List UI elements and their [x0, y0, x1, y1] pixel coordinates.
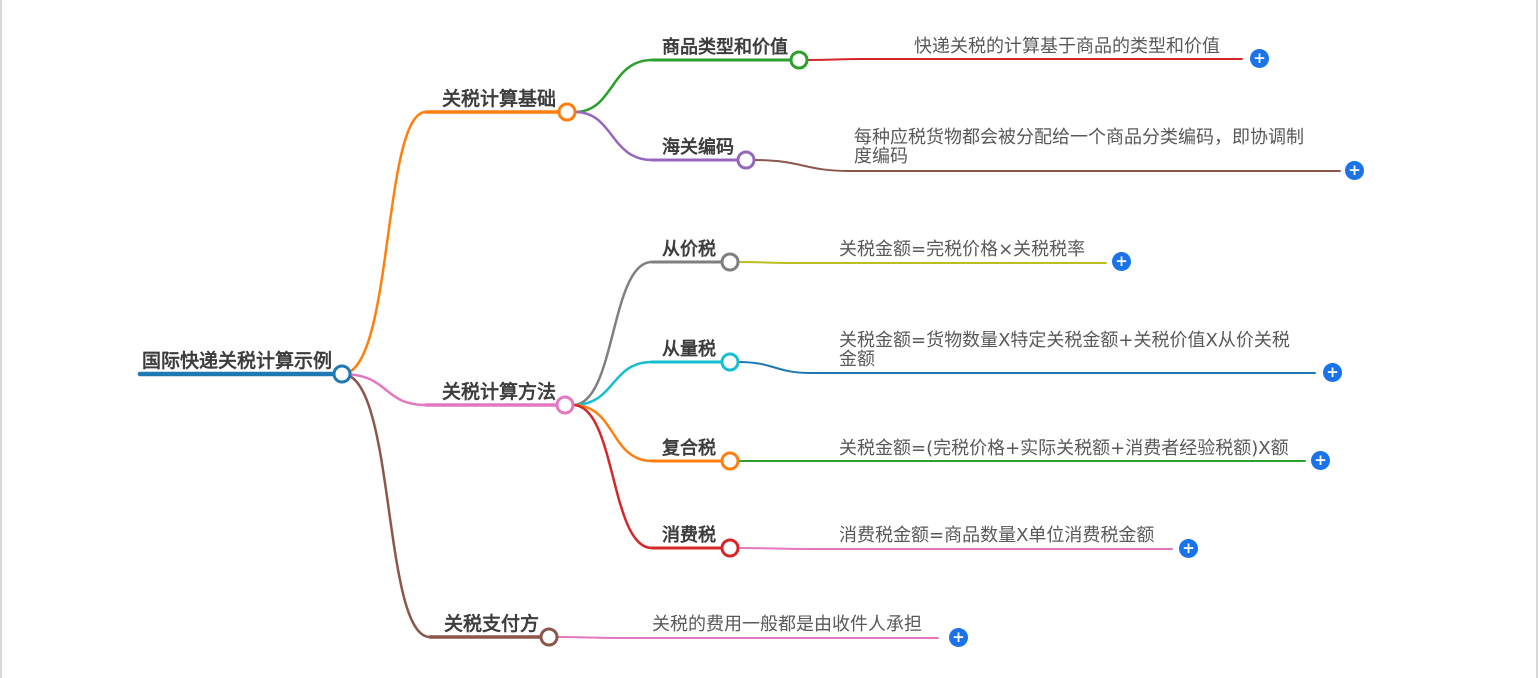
descline-type-value [806, 58, 1243, 61]
branch-label-methods[interactable]: 关税计算方法 [442, 381, 557, 403]
root-node-label[interactable]: 国际快递关税计算示例 [142, 350, 333, 372]
add-node-button-hs-code[interactable]: + [1345, 161, 1364, 180]
desc-payer[interactable]: 关税的费用一般都是由收件人承担 [652, 614, 922, 635]
leaf-label-compound[interactable]: 复合税 [662, 438, 716, 459]
branch-label-basis[interactable]: 关税计算基础 [442, 88, 557, 110]
branch-label-payer[interactable]: 关税支付方 [444, 613, 540, 635]
node-circle-basis[interactable] [557, 102, 577, 122]
leaf-label-hs-code[interactable]: 海关编码 [662, 137, 734, 158]
desc-consumption[interactable]: 消费税金额=商品数量X单位消费税金额 [839, 525, 1155, 546]
node-circle-specific[interactable] [720, 352, 740, 372]
link-methods-to-consumption [571, 403, 654, 550]
add-node-button-advalorem[interactable]: + [1112, 252, 1131, 271]
desc-type-value[interactable]: 快递关税的计算基于商品的类型和价值 [914, 36, 1220, 57]
add-node-button-type-value[interactable]: + [1250, 49, 1269, 68]
descline-advalorem [737, 261, 1107, 264]
leaf-label-consumption[interactable]: 消费税 [662, 525, 716, 546]
link-root-to-payer [340, 372, 432, 639]
add-node-button-specific[interactable]: + [1323, 363, 1342, 382]
node-circle-payer[interactable] [539, 627, 559, 647]
desc-hs-code[interactable]: 每种应税货物都会被分配给一个商品分类编码，即协调制度编码 [854, 127, 1304, 167]
descline-consumption [737, 547, 1173, 550]
link-methods-to-specific [571, 360, 654, 407]
link-methods-to-compound [571, 403, 654, 463]
node-circle-methods[interactable] [555, 395, 575, 415]
add-node-button-consumption[interactable]: + [1179, 539, 1198, 558]
descline-payer [556, 636, 939, 639]
node-circle-hs-code[interactable] [736, 150, 756, 170]
link-basis-to-hs-code [573, 110, 654, 162]
link-root-to-basis [340, 110, 428, 376]
add-node-button-compound[interactable]: + [1311, 451, 1330, 470]
leaf-label-type-value[interactable]: 商品类型和价值 [662, 37, 788, 58]
add-node-button-payer[interactable]: + [949, 628, 968, 647]
leaf-label-specific[interactable]: 从量税 [662, 339, 716, 360]
node-circle-consumption[interactable] [720, 538, 740, 558]
link-methods-to-advalorem [571, 260, 654, 407]
link-root-to-methods [340, 372, 428, 407]
node-circle-advalorem[interactable] [720, 252, 740, 272]
desc-specific[interactable]: 关税金额=货物数量X特定关税金额+关税价值X从价关税金额 [839, 330, 1290, 370]
desc-compound[interactable]: 关税金额=(完税价格+实际关税额+消费者经验税额)X额 [839, 438, 1289, 459]
node-circle-type-value[interactable] [789, 50, 809, 70]
leaf-label-advalorem[interactable]: 从价税 [662, 239, 716, 260]
node-circle-root[interactable] [332, 364, 352, 384]
node-circle-compound[interactable] [720, 451, 740, 471]
desc-advalorem[interactable]: 关税金额=完税价格×关税税率 [839, 239, 1086, 260]
link-basis-to-type-value [573, 58, 654, 114]
